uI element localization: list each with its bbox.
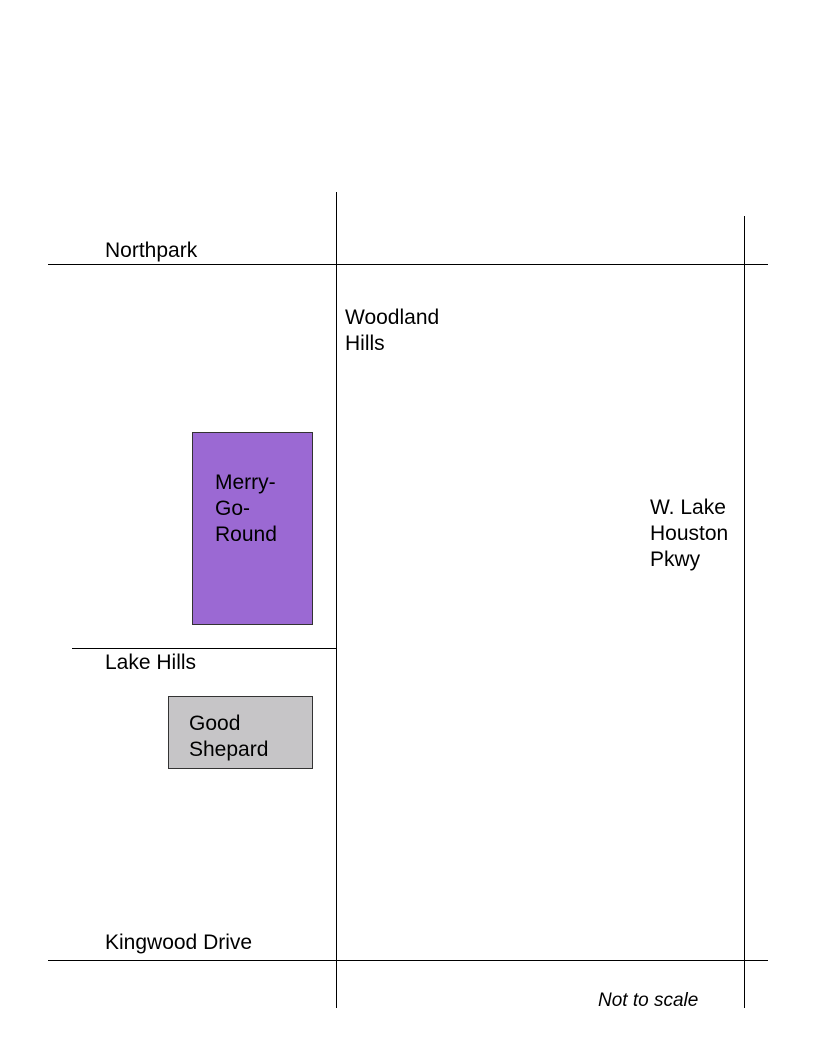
good-shepard-box: Good Shepard (168, 696, 313, 769)
woodland-hills-road (336, 192, 337, 1008)
lake-hills-label: Lake Hills (105, 651, 197, 674)
woodland-hills-label: Woodland Hills (345, 306, 440, 355)
w-lake-houston-pkwy-label: W. Lake Houston Pkwy (650, 496, 729, 571)
good-shepard-label: Good Shepard (189, 712, 269, 761)
merry-go-round-box: Merry- Go- Round (192, 432, 313, 625)
w-lake-houston-pkwy-road (744, 216, 745, 1008)
merry-go-round-label: Merry- Go- Round (215, 471, 277, 546)
kingwood-drive-label: Kingwood Drive (105, 931, 253, 954)
lake-hills-road (72, 648, 336, 649)
kingwood-drive-road (48, 960, 768, 961)
not-to-scale-note: Not to scale (598, 990, 699, 1011)
northpark-road (48, 264, 768, 265)
northpark-label: Northpark (105, 239, 198, 262)
